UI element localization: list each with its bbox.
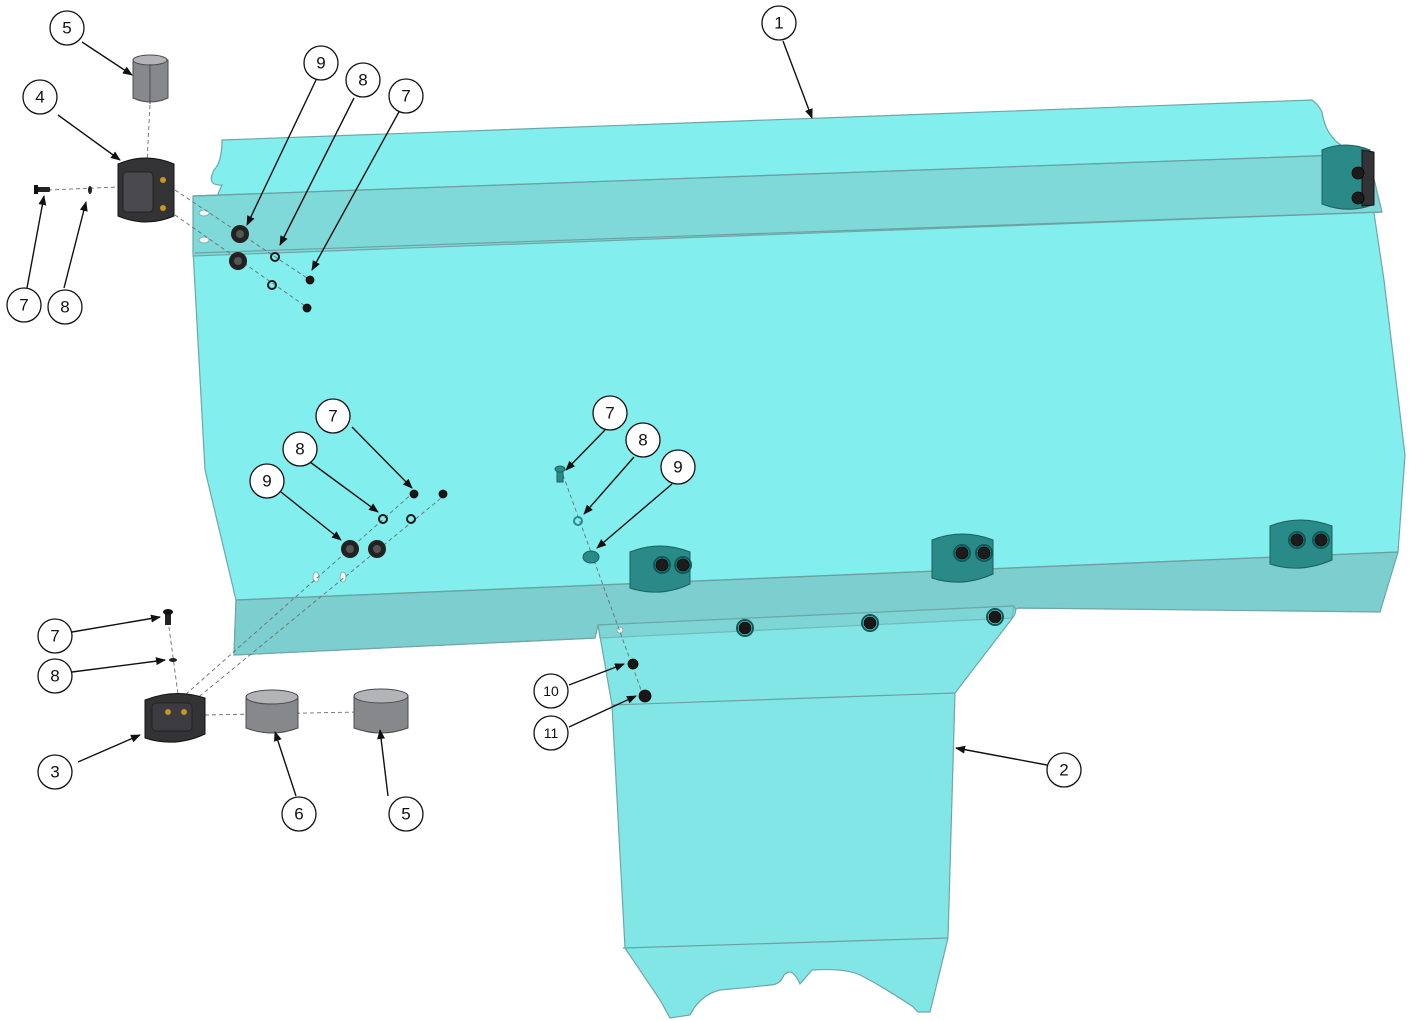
callouts: 1 2 3 4 5 5 6 7 7 7 7 7 8 8 8 8 8 9 9 9 …: [6, 5, 1082, 832]
clamp-bottom-2: [931, 533, 994, 583]
callout-8-left: 8: [47, 289, 83, 325]
bolt-7-lower: [163, 609, 173, 625]
center-hardware-stack: [554, 465, 652, 703]
callout-8-middle: 8: [282, 431, 318, 467]
svg-text:7: 7: [605, 404, 614, 423]
callout-8-lower: 8: [37, 658, 73, 694]
callout-7-left: 7: [6, 287, 42, 323]
svg-text:1: 1: [774, 14, 783, 33]
spacer-6: [245, 689, 299, 734]
svg-text:7: 7: [19, 296, 28, 315]
callout-11: 11: [533, 715, 569, 751]
svg-text:6: 6: [294, 805, 303, 824]
clamp-right-top: [1321, 144, 1375, 210]
svg-text:5: 5: [401, 805, 410, 824]
clamp-3: [144, 693, 206, 743]
callout-7-middle: 7: [315, 398, 351, 434]
svg-text:9: 9: [262, 472, 271, 491]
callout-6: 6: [281, 796, 317, 832]
callout-9-center: 9: [660, 449, 696, 485]
svg-text:5: 5: [62, 19, 71, 38]
svg-text:10: 10: [543, 683, 559, 699]
svg-text:4: 4: [35, 88, 44, 107]
clamp-4: [117, 157, 175, 223]
main-panel: [192, 99, 1406, 656]
clamp-bottom-1: [629, 545, 692, 593]
svg-text:8: 8: [60, 298, 69, 317]
bolt-7-left: [34, 185, 50, 194]
callout-7-center: 7: [592, 395, 628, 431]
plate-fasteners: [616, 608, 1004, 637]
upper-hardware-stack: [229, 225, 315, 313]
svg-text:7: 7: [328, 407, 337, 426]
callout-1: 1: [761, 5, 797, 41]
callout-4: 4: [22, 79, 58, 115]
callout-2: 2: [1046, 752, 1082, 788]
clamp-bottom-3: [1269, 519, 1333, 569]
callout-5-bottom: 5: [388, 796, 424, 832]
washer-8-left: [88, 186, 92, 194]
callout-5-top: 5: [49, 10, 85, 46]
svg-text:8: 8: [50, 667, 59, 686]
svg-text:8: 8: [295, 440, 304, 459]
callout-7-lower: 7: [37, 618, 73, 654]
callout-10: 10: [533, 673, 569, 709]
svg-text:9: 9: [673, 458, 682, 477]
callout-8-upper: 8: [345, 62, 381, 98]
callout-3: 3: [37, 754, 73, 790]
svg-text:8: 8: [358, 71, 367, 90]
svg-text:11: 11: [544, 725, 559, 741]
callout-9-middle: 9: [249, 463, 285, 499]
svg-text:3: 3: [50, 763, 59, 782]
svg-text:7: 7: [401, 87, 410, 106]
spacer-5-bottom: [353, 688, 409, 734]
callout-8-center: 8: [625, 422, 661, 458]
callout-9-upper: 9: [303, 45, 339, 81]
lower-plate: [597, 605, 1017, 1019]
svg-text:8: 8: [638, 431, 647, 450]
callout-7-upper: 7: [388, 78, 424, 114]
spacer-5-top: [132, 54, 169, 104]
svg-text:2: 2: [1059, 761, 1068, 780]
washer-8-lower: [169, 658, 177, 662]
leader-lines: [26, 40, 1048, 797]
middle-hardware-stack: [341, 489, 448, 558]
svg-text:9: 9: [316, 54, 325, 73]
svg-text:7: 7: [50, 627, 59, 646]
panel-holes: [198, 209, 347, 583]
